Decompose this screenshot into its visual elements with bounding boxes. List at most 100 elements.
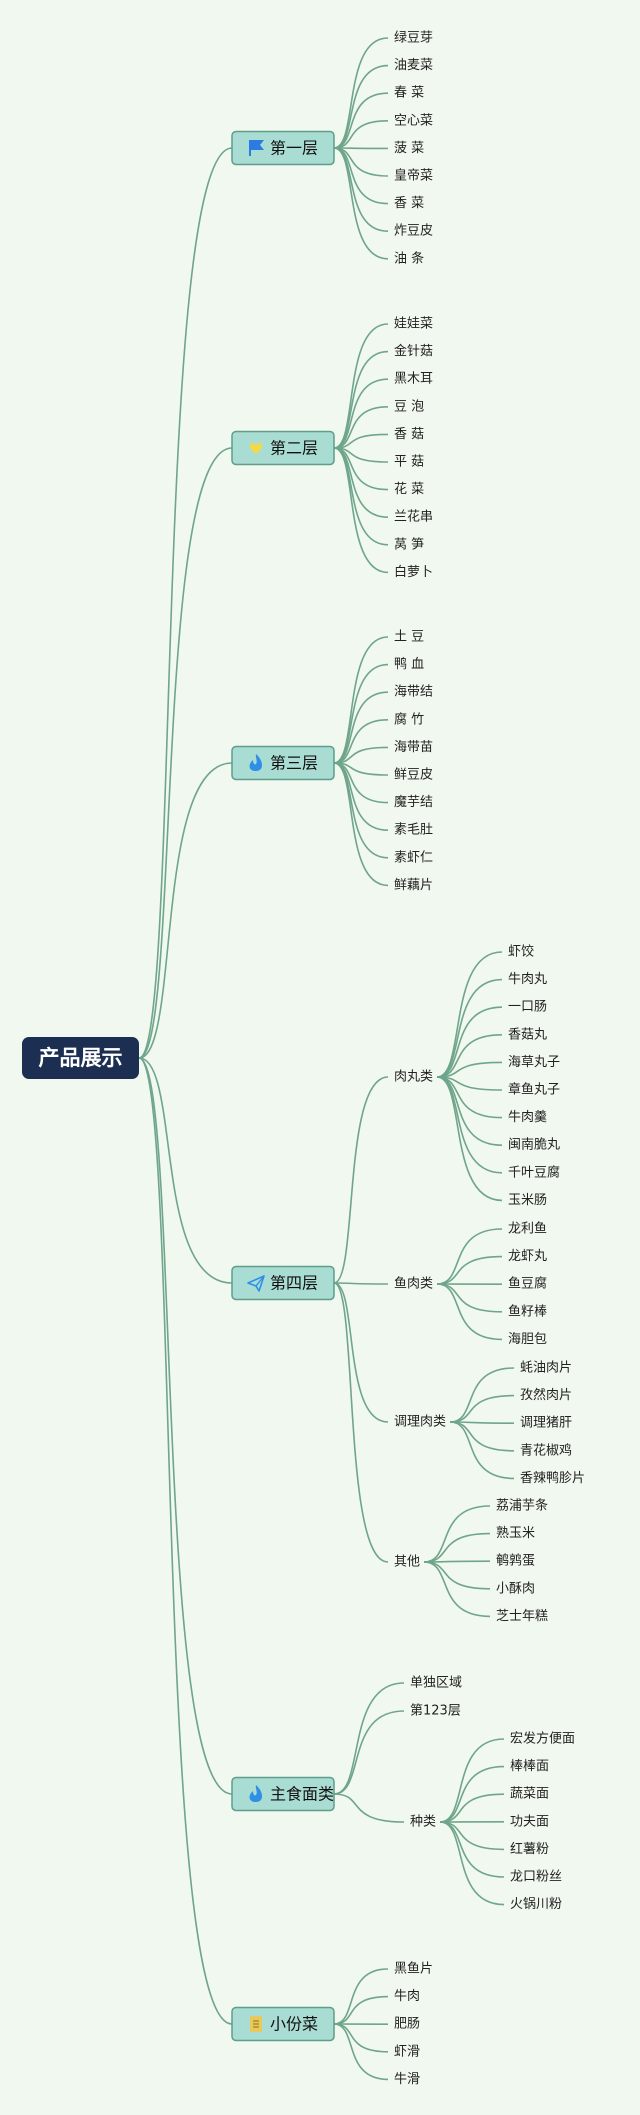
leaf-node[interactable]: 空心菜: [394, 113, 433, 128]
leaf-node[interactable]: 牛肉: [394, 1989, 420, 2004]
sub-category-node[interactable]: 肉丸类: [394, 1070, 433, 1085]
leaf-node[interactable]: 鹌鹑蛋: [496, 1553, 535, 1569]
leaf-node[interactable]: 金针菇: [394, 343, 433, 359]
leaf-node[interactable]: 土 豆: [394, 630, 424, 645]
connector-line: [439, 1738, 505, 1823]
leaf-node[interactable]: 鱼籽棒: [508, 1303, 547, 1319]
leaf-node[interactable]: 菠 菜: [394, 141, 424, 156]
sub-category-node[interactable]: 调理肉类: [394, 1415, 446, 1430]
leaf-node[interactable]: 油麦菜: [394, 58, 433, 73]
branch-node[interactable]: 第四层: [231, 1265, 335, 1301]
leaf-node[interactable]: 海胆包: [508, 1332, 547, 1347]
leaf-node[interactable]: 功夫面: [510, 1814, 549, 1829]
leaf-node[interactable]: 香菇丸: [508, 1027, 547, 1042]
leaf-node[interactable]: 春 菜: [394, 86, 424, 101]
leaf-node[interactable]: 豆 泡: [394, 399, 424, 414]
leaf-node[interactable]: 莴 笋: [394, 536, 424, 552]
leaf-node[interactable]: 第123层: [410, 1704, 461, 1719]
branch-label: 第一层: [270, 139, 318, 158]
connector-line: [138, 762, 233, 1059]
leaf-node[interactable]: 龙利鱼: [508, 1221, 547, 1237]
branch-node[interactable]: 第二层: [231, 430, 335, 466]
sub-category-node[interactable]: 其他: [394, 1555, 420, 1570]
leaf-node[interactable]: 调理猪肝: [520, 1416, 572, 1431]
connector-line: [138, 147, 233, 1059]
connector-line: [333, 1282, 389, 1285]
leaf-node[interactable]: 海带结: [394, 685, 433, 700]
leaf-node[interactable]: 龙虾丸: [508, 1249, 547, 1264]
leaf-node[interactable]: 炸豆皮: [394, 224, 433, 239]
connector-line: [333, 147, 389, 232]
connector-line: [333, 691, 389, 764]
branch-node[interactable]: 第一层: [231, 130, 335, 166]
leaf-node[interactable]: 荔浦芋条: [496, 1498, 548, 1514]
leaf-node[interactable]: 蔬菜面: [510, 1787, 549, 1802]
leaf-node[interactable]: 一口肠: [508, 1000, 547, 1015]
leaf-node[interactable]: 油 条: [394, 250, 424, 266]
leaf-node[interactable]: 香辣鸭胗片: [520, 1471, 585, 1486]
leaf-node[interactable]: 黑木耳: [394, 372, 433, 387]
leaf-node[interactable]: 鲜藕片: [394, 878, 433, 893]
branch-label: 第二层: [270, 439, 318, 458]
branch-node[interactable]: 小份菜: [231, 2006, 335, 2042]
leaf-node[interactable]: 皇帝菜: [394, 168, 433, 184]
leaf-node[interactable]: 肥肠: [394, 2017, 420, 2032]
leaf-node[interactable]: 海草丸子: [508, 1055, 560, 1070]
connector-line: [423, 1505, 491, 1563]
leaf-node[interactable]: 棒棒面: [510, 1759, 549, 1774]
connector-line: [333, 762, 389, 887]
leaf-node[interactable]: 魔芋结: [394, 795, 433, 810]
leaf-node[interactable]: 龙口粉丝: [510, 1870, 562, 1885]
leaf-node[interactable]: 花 菜: [394, 481, 424, 497]
connector-line: [333, 1282, 389, 1563]
leaf-node[interactable]: 素虾仁: [394, 850, 433, 865]
leaf-node[interactable]: 红薯粉: [510, 1841, 549, 1857]
branch-label: 第三层: [270, 754, 318, 773]
leaf-node[interactable]: 鱼豆腐: [508, 1276, 547, 1292]
leaf-node[interactable]: 玉米肠: [508, 1193, 547, 1208]
leaf-node[interactable]: 虾滑: [394, 2044, 420, 2059]
leaf-node[interactable]: 火锅川粉: [510, 1896, 562, 1912]
leaf-node[interactable]: 海带苗: [394, 740, 433, 755]
leaf-node[interactable]: 牛肉羹: [508, 1109, 547, 1125]
leaf-node[interactable]: 芝士年糕: [496, 1608, 548, 1624]
sub-category-node[interactable]: 种类: [410, 1815, 436, 1830]
connector-line: [333, 92, 389, 149]
connector-line: [333, 37, 389, 149]
connector-line: [436, 1283, 503, 1313]
connector-line: [449, 1421, 515, 1480]
leaf-node[interactable]: 宏发方便面: [510, 1731, 575, 1747]
connector-line: [439, 1765, 505, 1823]
leaf-node[interactable]: 鲜豆皮: [394, 768, 433, 783]
leaf-node[interactable]: 熟玉米: [496, 1525, 535, 1541]
leaf-node[interactable]: 蚝油肉片: [520, 1361, 572, 1376]
leaf-node[interactable]: 虾饺: [508, 945, 534, 960]
connector-line: [436, 1061, 503, 1078]
leaf-node[interactable]: 小酥肉: [496, 1581, 535, 1596]
leaf-node[interactable]: 香 菜: [394, 196, 424, 211]
leaf-node[interactable]: 鸭 血: [394, 657, 424, 672]
leaf-node[interactable]: 兰花串: [394, 509, 433, 525]
leaf-node[interactable]: 千叶豆腐: [508, 1165, 560, 1180]
leaf-node[interactable]: 黑鱼片: [394, 1961, 433, 1977]
leaf-node[interactable]: 娃娃菜: [394, 317, 433, 332]
leaf-node[interactable]: 平 菇: [394, 455, 424, 470]
leaf-node[interactable]: 青花椒鸡: [520, 1442, 572, 1458]
branch-node[interactable]: 第三层: [231, 745, 335, 781]
root-node[interactable]: 产品展示: [22, 1037, 139, 1079]
leaf-node[interactable]: 孜然肉片: [520, 1387, 572, 1403]
connector-line: [333, 406, 389, 449]
leaf-node[interactable]: 单独区域: [410, 1676, 462, 1691]
leaf-node[interactable]: 牛肉丸: [508, 972, 547, 987]
leaf-node[interactable]: 香 菇: [394, 427, 424, 442]
leaf-node[interactable]: 腐 竹: [394, 712, 424, 727]
connector-line: [436, 1255, 503, 1285]
leaf-node[interactable]: 素毛肚: [394, 823, 433, 838]
leaf-node[interactable]: 绿豆芽: [394, 31, 433, 46]
leaf-node[interactable]: 牛滑: [394, 2072, 420, 2087]
leaf-node[interactable]: 章鱼丸子: [508, 1082, 560, 1098]
leaf-node[interactable]: 白萝卜: [394, 564, 433, 580]
branch-node[interactable]: 主食面类: [231, 1776, 335, 1812]
leaf-node[interactable]: 闽南脆丸: [508, 1137, 560, 1153]
sub-category-node[interactable]: 鱼肉类: [394, 1276, 433, 1292]
